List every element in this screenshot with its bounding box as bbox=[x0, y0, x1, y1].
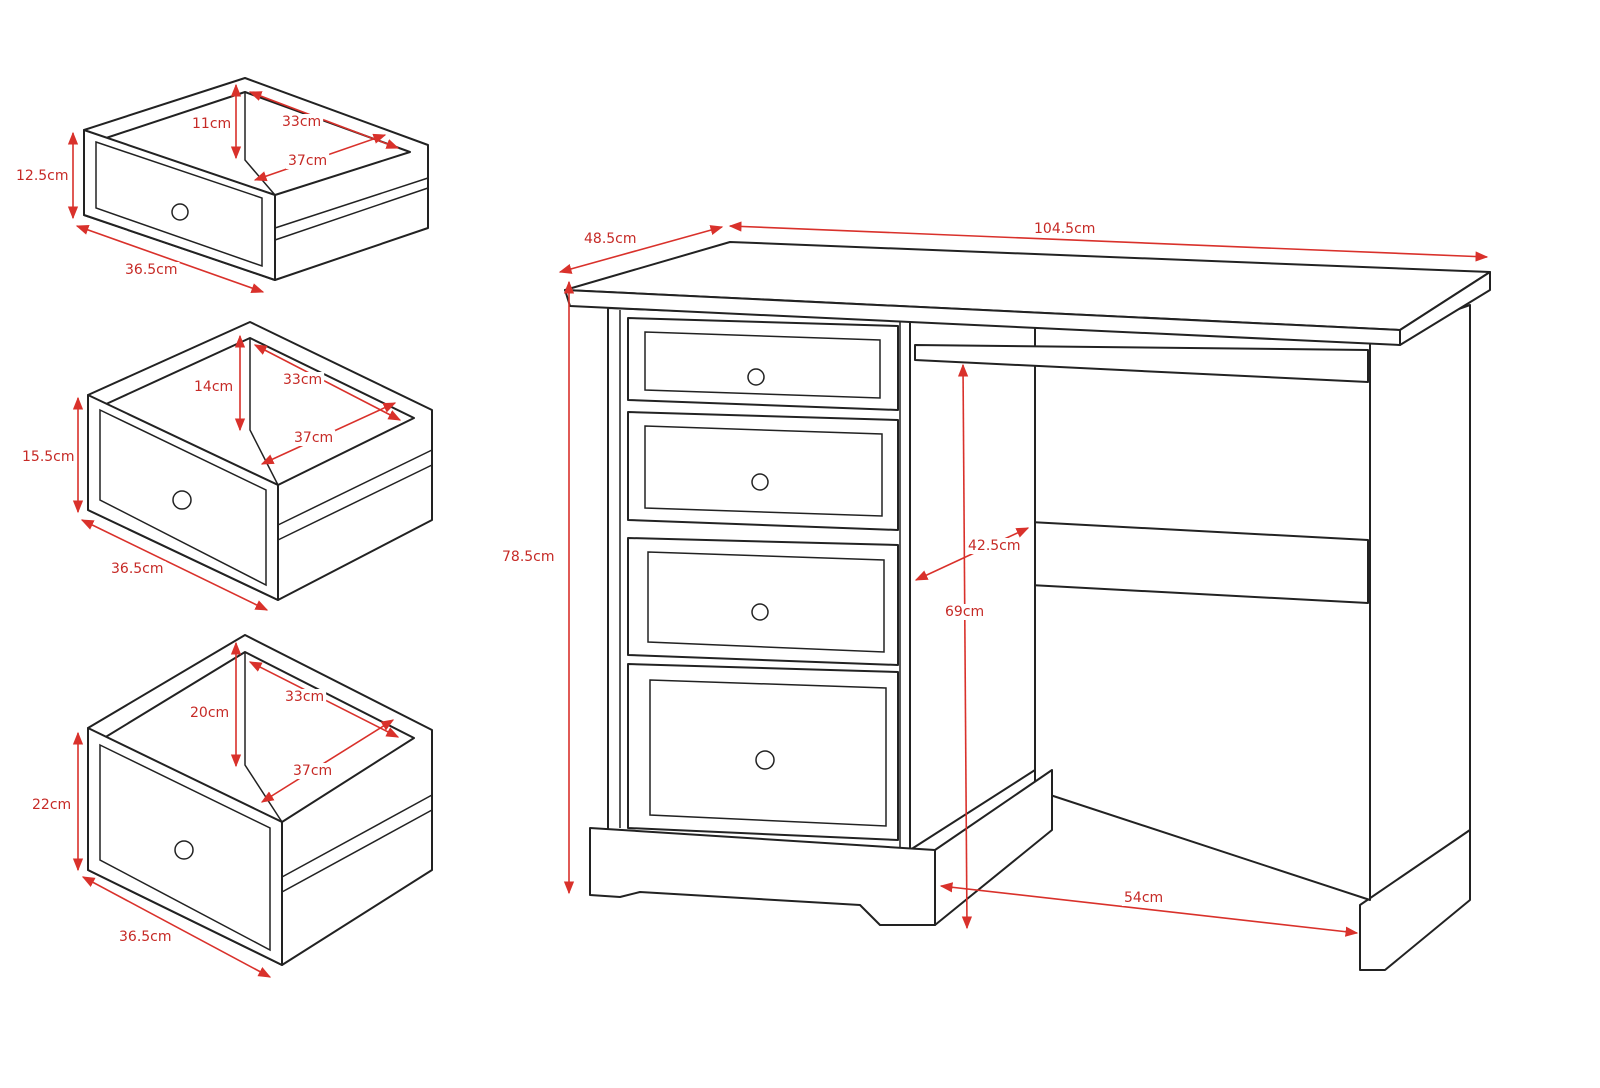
label-background bbox=[188, 705, 232, 721]
ring-handle-icon bbox=[755, 750, 775, 770]
dimension-labels: 11cm 33cm 37cm 12.5cm 36.5cm 14cm 33cm 3… bbox=[14, 114, 1166, 945]
desk-drawer-fronts bbox=[627, 317, 899, 841]
drawer2-outer-height: 15.5cm bbox=[22, 449, 75, 465]
ring-handle-icon bbox=[172, 490, 192, 510]
drawer1-outer-height: 12.5cm bbox=[16, 168, 69, 184]
ring-handle-icon bbox=[171, 203, 189, 221]
drawer1-inner-height: 11cm bbox=[192, 116, 231, 132]
label-background bbox=[14, 168, 71, 184]
label-background bbox=[117, 929, 174, 945]
dimension-arrows bbox=[67, 83, 1489, 978]
desk-width-label: 104.5cm bbox=[1034, 221, 1095, 237]
label-background bbox=[192, 379, 236, 395]
drawer1-inner-depth: 37cm bbox=[288, 153, 327, 169]
desk bbox=[564, 241, 1491, 971]
ring-handle-icon bbox=[747, 368, 765, 386]
knee-height-label: 69cm bbox=[945, 604, 984, 620]
label-background bbox=[1122, 890, 1166, 906]
label-background bbox=[30, 797, 74, 813]
drawer3-inner-height: 20cm bbox=[190, 705, 229, 721]
drawer2-outer-width: 36.5cm bbox=[111, 561, 164, 577]
drawer-large bbox=[87, 634, 433, 966]
label-background bbox=[109, 561, 166, 577]
label-background bbox=[500, 549, 557, 565]
drawer2-inner-width: 33cm bbox=[283, 372, 322, 388]
label-background bbox=[292, 430, 336, 446]
drawer2-inner-height: 14cm bbox=[194, 379, 233, 395]
label-background bbox=[1032, 221, 1098, 237]
label-background bbox=[286, 153, 330, 169]
desk-height-label: 78.5cm bbox=[502, 549, 555, 565]
desk-depth-label: 48.5cm bbox=[584, 231, 637, 247]
label-background bbox=[943, 604, 987, 620]
drawer2-inner-depth: 37cm bbox=[294, 430, 333, 446]
drawer-medium bbox=[87, 321, 433, 601]
label-background bbox=[281, 372, 325, 388]
drawer3-inner-depth: 37cm bbox=[293, 763, 332, 779]
drawer3-inner-width: 33cm bbox=[285, 689, 324, 705]
label-background bbox=[291, 763, 335, 779]
label-background bbox=[582, 231, 639, 247]
label-background bbox=[966, 538, 1023, 554]
drawer3-outer-height: 22cm bbox=[32, 797, 71, 813]
label-background bbox=[280, 114, 324, 130]
drawer1-outer-width: 36.5cm bbox=[125, 262, 178, 278]
knee-width-label: 54cm bbox=[1124, 890, 1163, 906]
label-background bbox=[283, 689, 327, 705]
ring-handle-icon bbox=[751, 473, 769, 491]
drawer1-inner-width: 33cm bbox=[282, 114, 321, 130]
knee-depth-label: 42.5cm bbox=[968, 538, 1021, 554]
ring-handle-icon bbox=[174, 840, 194, 860]
label-background bbox=[190, 116, 234, 132]
drawer3-outer-width: 36.5cm bbox=[119, 929, 172, 945]
label-background bbox=[123, 262, 180, 278]
label-background bbox=[20, 449, 77, 465]
ring-handle-icon bbox=[751, 603, 769, 621]
